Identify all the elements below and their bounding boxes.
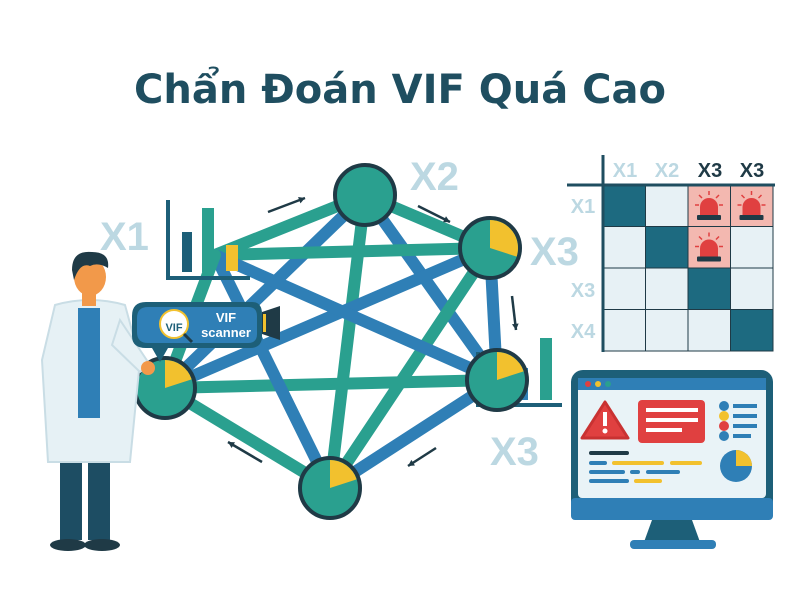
arrow-icon (227, 440, 263, 464)
row-label: X1 (571, 196, 595, 218)
col-label: X3 (698, 160, 722, 182)
matrix-cell (602, 267, 646, 310)
monitor (571, 370, 773, 549)
scanner-badge: VIF (165, 322, 182, 334)
vif-scanner: VIF VIF scanner (132, 302, 280, 362)
node-pie-slice (490, 220, 518, 257)
matrix-cell (602, 226, 646, 269)
node-label-x2: X2 (410, 155, 459, 199)
page-title: Chẩn Đoán VIF Quá Cao (134, 65, 666, 113)
alarm-light-icon (737, 191, 766, 220)
edge (359, 189, 503, 386)
node-label-x3-lower: X3 (490, 430, 539, 474)
node-pie-slice (165, 360, 192, 388)
matrix-cell (645, 267, 689, 310)
scientist (40, 251, 155, 551)
edge (324, 374, 503, 494)
matrix-cell (730, 309, 774, 352)
arrow-icon (267, 196, 306, 214)
scanner-label-2: scanner (201, 325, 251, 340)
matrix-cell (730, 267, 774, 310)
col-label: X1 (613, 160, 637, 182)
edge (324, 242, 496, 494)
edge (159, 382, 336, 494)
node (333, 163, 397, 227)
matrix-cell (687, 267, 731, 310)
edge (159, 189, 371, 394)
edge (324, 189, 371, 494)
pie-chart-icon (720, 450, 752, 482)
node-pie-slice (497, 352, 524, 380)
matrix-cell (645, 226, 689, 269)
matrix-cell (687, 309, 731, 352)
col-label: X3 (740, 160, 764, 182)
col-label: X2 (655, 160, 679, 182)
node-pie-slice (330, 459, 357, 488)
matrix-cell (602, 184, 646, 227)
magnifier-icon: VIF (159, 309, 194, 344)
matrix-cell (645, 309, 689, 352)
row-label: X3 (571, 280, 595, 302)
flow-arrows (227, 196, 519, 468)
alarm-light-icon (695, 232, 723, 262)
matrix-cell (645, 184, 689, 227)
node-label-x3: X3 (530, 230, 579, 274)
matrix-cell (602, 309, 646, 352)
edge (159, 242, 496, 394)
node-label-x1: X1 (100, 215, 149, 259)
edge (209, 249, 336, 494)
correlation-matrix: X1 X2 X3 X3 X1 X3 X4 (567, 155, 775, 352)
edge (159, 374, 503, 394)
edge (209, 249, 503, 386)
bar-chart-icon (166, 200, 250, 280)
network-nodes (133, 163, 529, 520)
matrix-cell (730, 226, 774, 269)
scanner-label-1: VIF (216, 310, 236, 325)
warning-icon (580, 400, 630, 440)
row-label: X4 (571, 321, 596, 343)
edge (209, 242, 496, 261)
alarm-light-icon (695, 191, 723, 220)
